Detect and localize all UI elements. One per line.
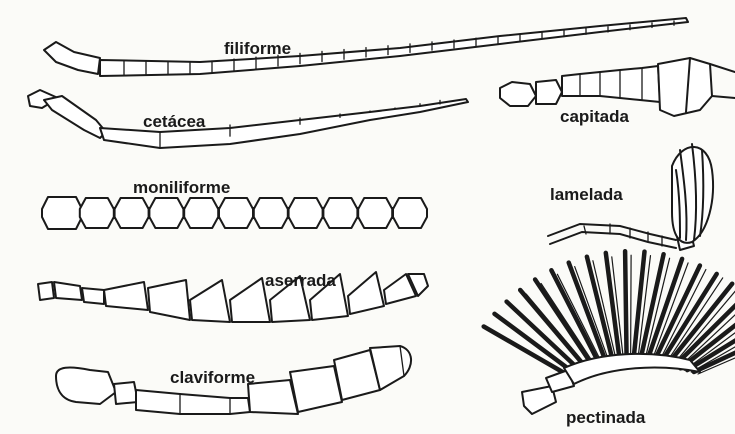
antenna-cetacea [28, 90, 468, 148]
label-pectinada: pectinada [566, 408, 646, 427]
label-cetacea: cetácea [143, 112, 206, 131]
antenna-aserrada [38, 272, 428, 322]
label-capitada: capitada [560, 107, 630, 126]
label-moniliforme: moniliforme [133, 178, 230, 197]
label-claviforme: claviforme [170, 368, 255, 387]
antenna-moniliforme [42, 197, 427, 229]
antenna-pectinada [484, 251, 735, 414]
label-lamelada: lamelada [550, 185, 623, 204]
antenna-filiforme [44, 18, 688, 76]
label-aserrada: aserrada [265, 271, 336, 290]
label-filiforme: filiforme [224, 39, 291, 58]
